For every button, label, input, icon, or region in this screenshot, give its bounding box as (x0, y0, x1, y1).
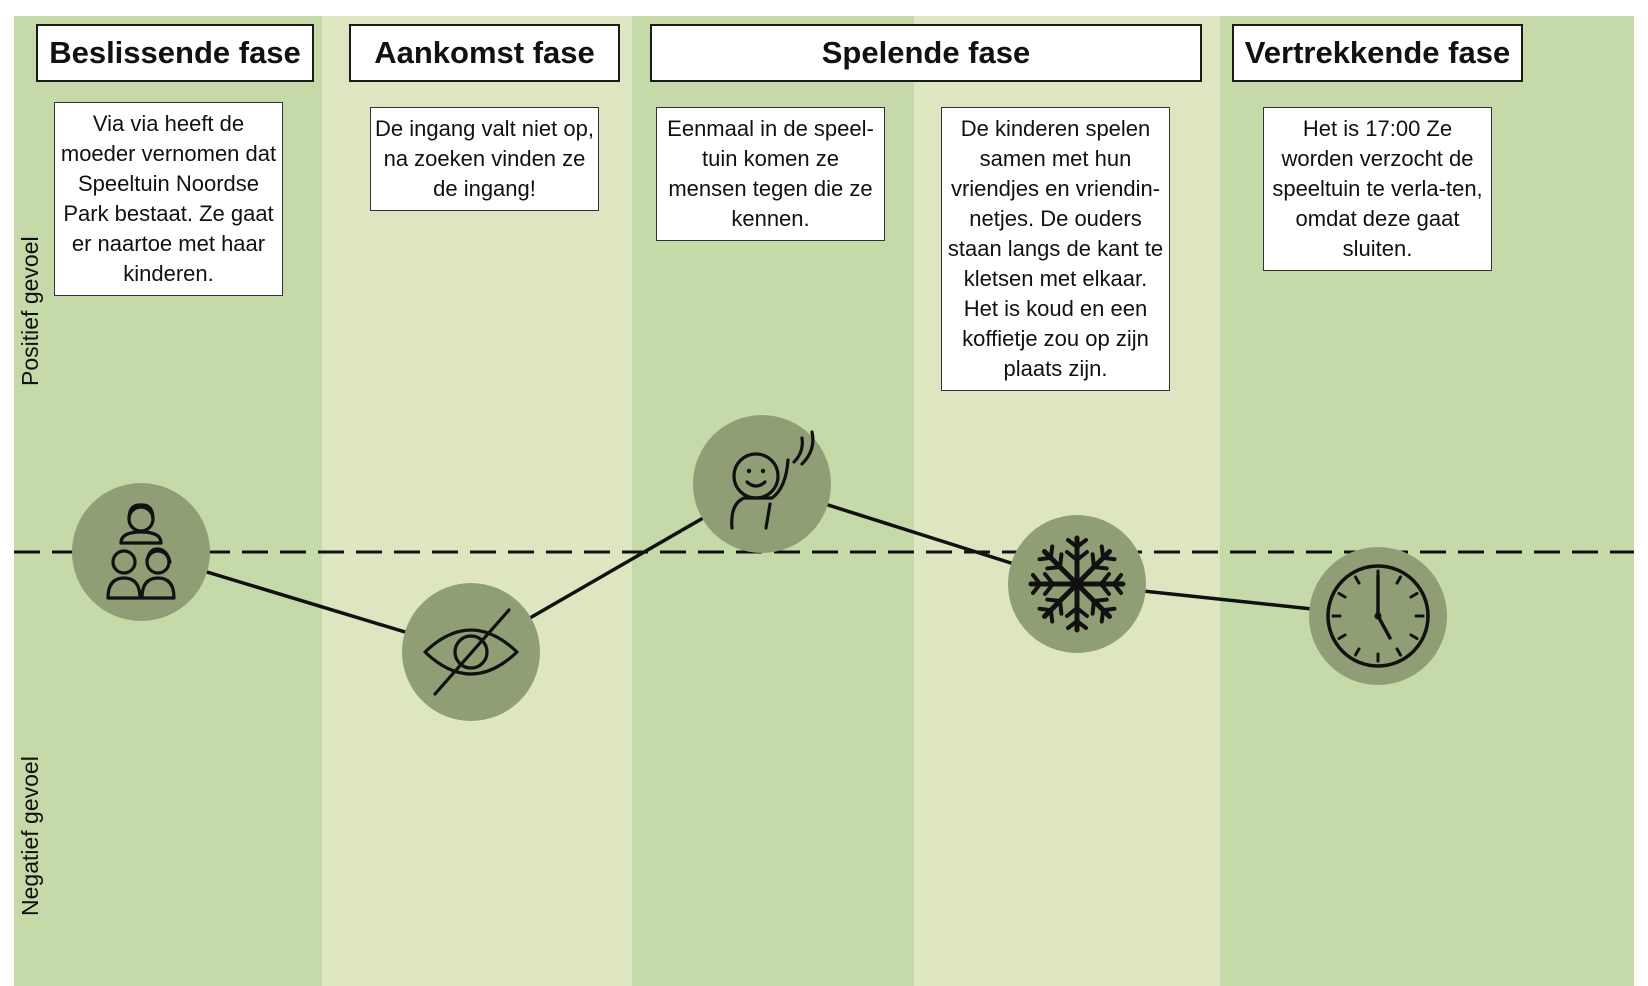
step-note-5: Het is 17:00 Ze worden verzocht de speel… (1263, 107, 1492, 271)
node-circle (72, 483, 210, 621)
journey-map: Beslissende fase Aankomst fase Spelende … (14, 16, 1634, 986)
step-note-4: De kinderen spelen samen met hun vriendj… (941, 107, 1170, 391)
step-note-3: Eenmaal in de speel-tuin komen ze mensen… (656, 107, 885, 241)
clock-icon (1326, 564, 1430, 668)
journey-node (402, 583, 540, 721)
eye-slash-icon (423, 608, 519, 696)
journey-node (1008, 515, 1146, 653)
phase-header-vertrekkende: Vertrekkende fase (1232, 24, 1523, 82)
step-note-2: De ingang valt niet op, na zoeken vinden… (370, 107, 599, 211)
phase-header-aankomst: Aankomst fase (349, 24, 620, 82)
journey-node (1309, 547, 1447, 685)
snowflake-icon (1028, 535, 1126, 633)
phase-header-beslissende: Beslissende fase (36, 24, 314, 82)
waving-person-icon (730, 430, 815, 530)
family-icon (106, 503, 176, 600)
phase-header-spelende: Spelende fase (650, 24, 1202, 82)
step-note-1: Via via heeft de moeder vernomen dat Spe… (54, 102, 283, 296)
journey-graph (14, 415, 1634, 721)
journey-node (72, 483, 210, 621)
journey-node (693, 415, 831, 553)
